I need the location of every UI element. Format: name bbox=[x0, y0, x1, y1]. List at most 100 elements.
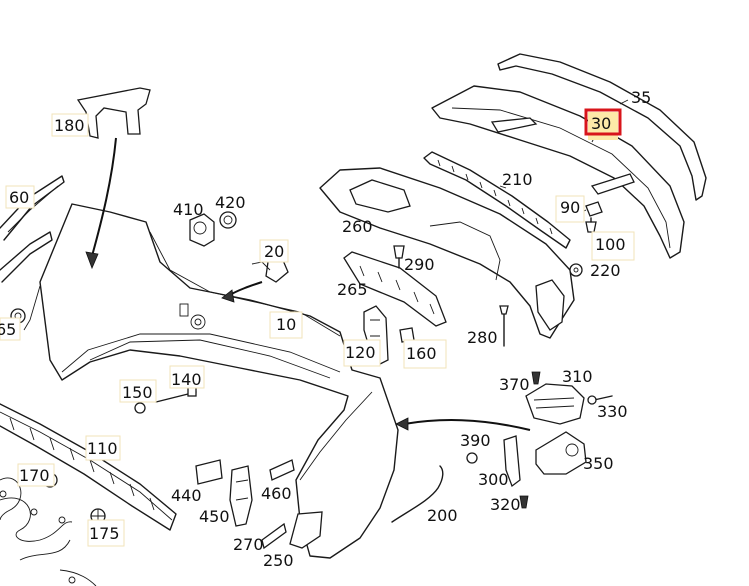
label-270: 270 bbox=[233, 535, 264, 554]
label-170: 170 bbox=[19, 466, 50, 485]
label-140: 140 bbox=[171, 370, 202, 389]
part-440-pad[interactable] bbox=[195, 459, 223, 485]
label-260: 260 bbox=[342, 217, 373, 236]
label-280: 280 bbox=[467, 328, 498, 347]
label-200: 200 bbox=[427, 506, 458, 525]
label-320: 320 bbox=[490, 495, 521, 514]
callout-330[interactable]: 330 bbox=[597, 402, 628, 421]
arrow-350-to-bumper bbox=[395, 417, 531, 431]
callout-110[interactable]: 110 bbox=[85, 435, 121, 461]
label-100: 100 bbox=[595, 235, 626, 254]
callout-310[interactable]: 310 bbox=[562, 367, 593, 386]
callout-320[interactable]: 320 bbox=[490, 495, 521, 514]
callout-140[interactable]: 140 bbox=[169, 365, 205, 389]
label-65: 65 bbox=[0, 320, 16, 339]
callout-120[interactable]: 120 bbox=[343, 339, 381, 367]
label-30: 30 bbox=[591, 114, 611, 133]
callout-200[interactable]: 200 bbox=[427, 506, 458, 525]
label-330: 330 bbox=[597, 402, 628, 421]
part-265-bracket[interactable] bbox=[343, 251, 447, 327]
part-390-nut[interactable] bbox=[466, 452, 478, 464]
label-390: 390 bbox=[460, 431, 491, 450]
callout-440[interactable]: 440 bbox=[171, 486, 202, 505]
callout-35[interactable]: 35 bbox=[631, 88, 651, 107]
part-220-washer[interactable] bbox=[569, 263, 583, 277]
label-265: 265 bbox=[337, 280, 368, 299]
callout-420[interactable]: 420 bbox=[215, 193, 246, 212]
callout-180[interactable]: 180 bbox=[51, 113, 89, 137]
part-450-bracket[interactable] bbox=[229, 465, 253, 527]
callout-10[interactable]: 10 bbox=[269, 311, 303, 339]
part-350-actuator[interactable] bbox=[535, 431, 587, 475]
part-260-diffuser[interactable] bbox=[319, 167, 575, 339]
callout-450[interactable]: 450 bbox=[199, 507, 230, 526]
label-175: 175 bbox=[89, 524, 120, 543]
callout-265[interactable]: 265 bbox=[337, 280, 368, 299]
callout-65[interactable]: 65 bbox=[0, 317, 21, 341]
label-180: 180 bbox=[54, 116, 85, 135]
callout-100[interactable]: 100 bbox=[591, 231, 635, 261]
label-10: 10 bbox=[276, 315, 296, 334]
part-460-strip[interactable] bbox=[269, 459, 295, 481]
callout-300[interactable]: 300 bbox=[478, 470, 509, 489]
part-330-bolt[interactable] bbox=[587, 395, 613, 405]
label-410: 410 bbox=[173, 200, 204, 219]
part-310-housing[interactable] bbox=[525, 383, 585, 425]
callout-290[interactable]: 290 bbox=[404, 255, 435, 274]
callout-460[interactable]: 460 bbox=[261, 484, 292, 503]
arrow-20-to-bumper bbox=[221, 281, 263, 303]
part-270-strip[interactable] bbox=[261, 522, 287, 550]
part-90-nut[interactable] bbox=[585, 201, 603, 217]
part-250-bracket[interactable] bbox=[289, 511, 323, 549]
label-350: 350 bbox=[583, 454, 614, 473]
part-35-trim[interactable] bbox=[497, 53, 707, 201]
label-160: 160 bbox=[406, 344, 437, 363]
callout-90[interactable]: 90 bbox=[555, 195, 585, 223]
part-10-bumper-cover[interactable] bbox=[23, 203, 399, 559]
part-320-screw[interactable] bbox=[519, 495, 529, 509]
callout-30-highlighted[interactable]: 30 bbox=[584, 108, 622, 140]
part-30-panel[interactable] bbox=[431, 85, 685, 259]
part-200-wire[interactable] bbox=[391, 465, 444, 523]
part-410-sensor[interactable] bbox=[189, 213, 215, 247]
callout-260[interactable]: 260 bbox=[342, 217, 373, 236]
callout-350[interactable]: 350 bbox=[583, 454, 614, 473]
part-180-bracket[interactable] bbox=[76, 87, 151, 139]
callout-160[interactable]: 160 bbox=[403, 339, 447, 369]
part-100-screw[interactable] bbox=[585, 217, 597, 233]
callout-280[interactable]: 280 bbox=[467, 328, 498, 347]
label-460: 460 bbox=[261, 484, 292, 503]
label-20: 20 bbox=[264, 242, 284, 261]
arrow-180-to-bumper bbox=[85, 137, 117, 270]
callout-250[interactable]: 250 bbox=[263, 551, 294, 570]
label-370: 370 bbox=[499, 375, 530, 394]
part-280-pin[interactable] bbox=[499, 305, 509, 347]
part-370-screw[interactable] bbox=[531, 371, 541, 385]
label-310: 310 bbox=[562, 367, 593, 386]
callout-210[interactable]: 210 bbox=[502, 170, 533, 189]
callout-410[interactable]: 410 bbox=[173, 200, 204, 219]
callout-60[interactable]: 60 bbox=[5, 185, 35, 209]
part-150-washer[interactable] bbox=[134, 402, 146, 414]
label-150: 150 bbox=[122, 383, 153, 402]
label-420: 420 bbox=[215, 193, 246, 212]
callout-390[interactable]: 390 bbox=[460, 431, 491, 450]
callout-20[interactable]: 20 bbox=[259, 239, 289, 263]
label-120: 120 bbox=[345, 343, 376, 362]
label-440: 440 bbox=[171, 486, 202, 505]
callout-270[interactable]: 270 bbox=[233, 535, 264, 554]
label-450: 450 bbox=[199, 507, 230, 526]
part-420-grommet[interactable] bbox=[219, 211, 237, 229]
callout-370[interactable]: 370 bbox=[499, 375, 530, 394]
callout-220[interactable]: 220 bbox=[590, 261, 621, 280]
part-290-clip[interactable] bbox=[393, 245, 405, 269]
callout-175[interactable]: 175 bbox=[87, 519, 125, 547]
part-210-strip[interactable] bbox=[423, 151, 571, 249]
callout-150[interactable]: 150 bbox=[119, 379, 157, 403]
label-90: 90 bbox=[560, 198, 580, 217]
label-300: 300 bbox=[478, 470, 509, 489]
callout-170[interactable]: 170 bbox=[17, 463, 55, 487]
part-300-bracket[interactable] bbox=[503, 435, 521, 488]
part-170-wiring-harness[interactable] bbox=[0, 472, 97, 586]
